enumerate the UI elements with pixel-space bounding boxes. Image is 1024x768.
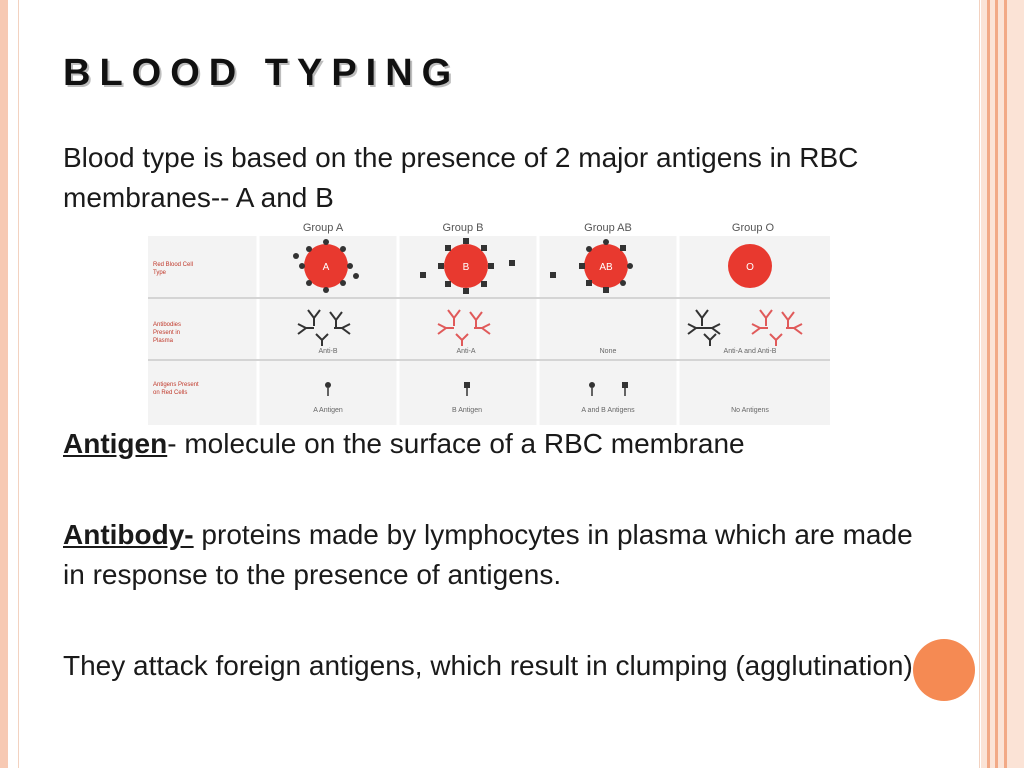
antigen-label-o: No Antigens [731,407,769,414]
definition-antibody-text: proteins made by lymphocytes in plasma w… [63,519,921,590]
definition-antigen: Antigen- molecule on the surface of a RB… [63,424,913,464]
group-header-ab: Group AB [584,222,632,234]
antibodies-anti-a-o [751,309,803,346]
row-label-rbc: Red Blood Cell Type [153,262,195,276]
blood-type-table: Group A Group B Group AB Group O Red Blo… [148,220,830,425]
antigen-label-b: B Antigen [452,407,482,414]
group-header-b: Group B [443,222,484,234]
slide-border [18,0,980,768]
left-frame-stripe [0,0,8,768]
frame-line [995,0,998,768]
svg-text:A: A [323,262,330,273]
antibody-label-o: Anti-A and Anti-B [724,348,777,355]
red-cell-b: B [420,238,515,294]
antibody-label-b: Anti-A [456,348,475,355]
red-cell-ab: AB [550,239,633,293]
row-label-antigens: Antigens Present on Red Cells [153,382,200,396]
antibodies-anti-b [297,309,351,346]
antigen-label-ab: A and B Antigens [581,407,635,414]
table-header-band [148,220,830,236]
frame-line [987,0,990,768]
antigen-label-a: A Antigen [313,407,343,414]
term-antigen: Antigen [63,428,168,459]
antigen-a-marker [325,382,331,396]
red-cell-o: O [728,244,772,288]
right-frame-stripes [981,0,1024,768]
antibodies-anti-a [437,309,491,346]
slide-title: Blood Typing [63,52,461,94]
svg-text:O: O [746,262,754,273]
table-background [148,220,830,425]
antibodies-anti-b-o [687,309,721,346]
red-cell-a: A [293,239,359,293]
svg-text:B: B [463,262,470,273]
antigen-b-marker [464,382,470,396]
antibody-label-ab: None [600,348,617,355]
closing-paragraph: They attack foreign antigens, which resu… [63,650,913,681]
antibody-label-a: Anti-B [318,348,337,355]
svg-text:AB: AB [599,262,613,273]
slide-nav-circle[interactable] [913,639,975,701]
frame-line [1004,0,1007,768]
definition-antigen-text: - molecule on the surface of a RBC membr… [167,428,745,459]
group-header-o: Group O [732,222,775,234]
term-antibody: Antibody- [63,519,194,550]
row-label-antibodies: Antibodies Present in Plasma [153,322,183,344]
definition-antibody: Antibody- proteins made by lymphocytes i… [63,515,913,595]
antigen-ab-marker [589,382,628,396]
intro-paragraph: Blood type is based on the presence of 2… [63,142,859,213]
group-header-a: Group A [303,222,344,234]
